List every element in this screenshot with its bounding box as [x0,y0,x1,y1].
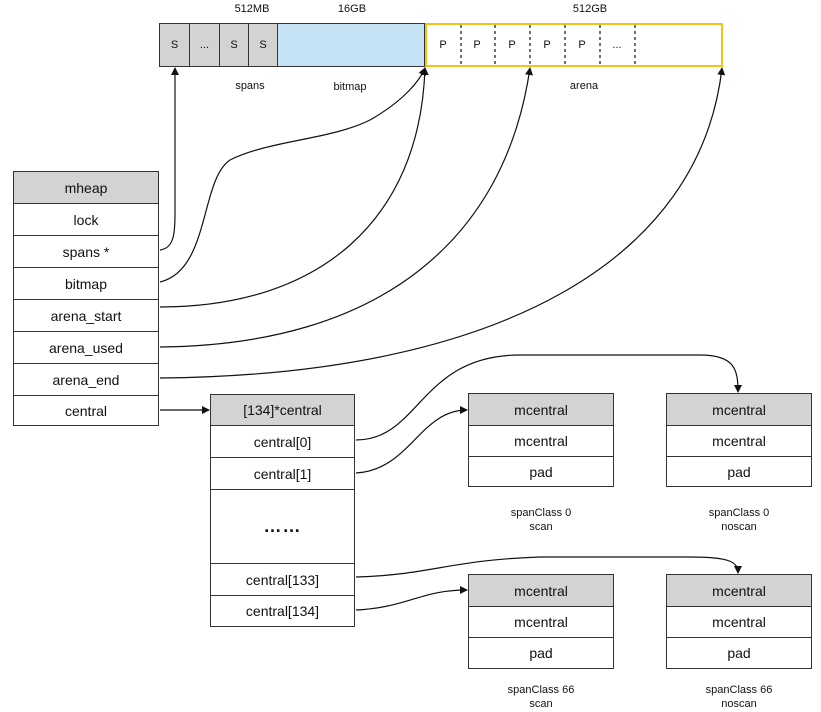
mcentral-caption-class: spanClass 0 [510,507,572,519]
mcentral-title: mcentral [468,574,614,607]
mcentral-title: mcentral [666,574,812,607]
central-ellipsis: …… [210,489,355,564]
central-133-arrow [355,556,742,578]
central-0-arrow [355,354,742,441]
spans-pointer-arrow [159,67,179,251]
mheap-title: mheap [13,171,159,204]
central-1-arrow [355,406,468,474]
arena-region-label: arena [569,80,599,92]
arena-size-label: 512GB [572,3,608,15]
arena-end-pointer-arrow [159,67,726,379]
mcentral-pad-row: pad [666,637,812,669]
mheap-field-central: central [13,395,159,426]
arena-page-cell: P [578,39,586,51]
central-array-title: [134]*central [210,394,355,426]
mcentral-caption-class: spanClass 66 [507,684,575,696]
mcentral-title: mcentral [468,393,614,426]
spans-region-label: spans [235,80,265,92]
arena-region [425,23,723,67]
spans-size-label: 512MB [234,3,270,15]
central-item-133: central[133] [210,563,355,596]
mcentral-caption-kind: scan [529,521,553,533]
mcentral-pad-row: pad [666,456,812,487]
arena-page-cell: P [439,39,447,51]
central-134-arrow [355,586,468,611]
arena-used-pointer-arrow [159,67,533,348]
mcentral-pad-row: pad [468,456,614,487]
span-cell: ... [189,23,220,67]
mcentral-caption-kind: scan [529,698,553,710]
mcentral-pad-row: pad [468,637,614,669]
mcentral-row: mcentral [468,425,614,457]
mheap-field-lock: lock [13,203,159,236]
arena-start-pointer-arrow [159,67,429,308]
arena-page-cell: P [508,39,516,51]
arena-page-cell: ... [612,39,622,51]
arena-page-cell: P [543,39,551,51]
mheap-field-spans: spans * [13,235,159,268]
bitmap-region-label: bitmap [333,81,367,93]
bitmap-region [277,23,425,67]
central-item-0: central[0] [210,425,355,458]
mcentral-caption-class: spanClass 66 [705,684,773,696]
arena-dividers [460,25,636,66]
span-cell: S [248,23,278,67]
mcentral-caption-class: spanClass 0 [708,507,770,519]
bitmap-pointer-arrow [159,67,426,283]
bitmap-size-label: 16GB [337,3,367,15]
mcentral-caption-kind: noscan [721,698,757,710]
mheap-field-arena-start: arena_start [13,299,159,332]
span-cell: S [219,23,249,67]
mcentral-row: mcentral [468,606,614,638]
mheap-field-arena-used: arena_used [13,331,159,364]
mcentral-caption-kind: noscan [721,521,757,533]
arena-page-cell: P [473,39,481,51]
central-item-134: central[134] [210,595,355,627]
